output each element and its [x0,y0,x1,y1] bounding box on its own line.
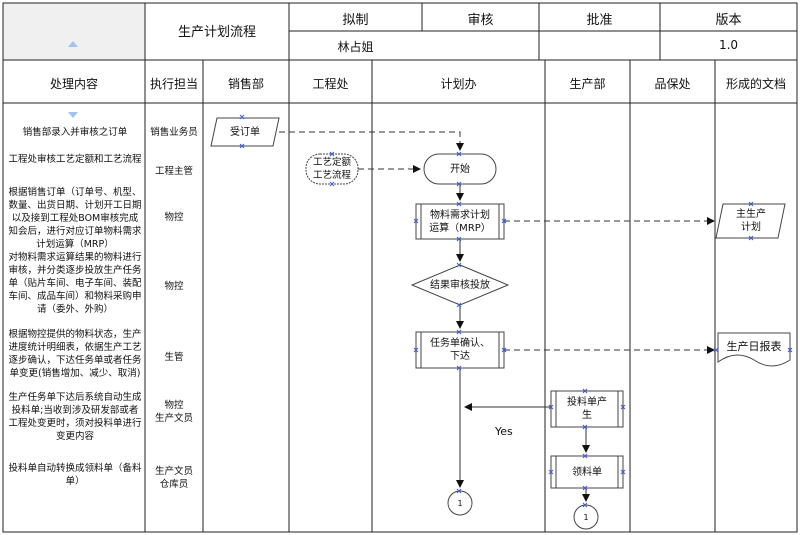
row-owner-1: 销售业务员 [150,127,198,138]
mrp-process[interactable] [415,203,505,240]
task-label: 任务单确认、 下达 [430,338,490,362]
page-title: 生产计划流程 [177,25,256,40]
drafter-name: 林占姐 [337,40,374,54]
version-value: 1.0 [718,38,739,52]
order-label: 受订单 [230,126,260,138]
col-owner: 执行担当 [149,77,198,91]
order-shape[interactable] [210,117,280,147]
col-planning: 计划办 [440,77,477,91]
col-docs: 形成的文档 [725,77,786,91]
doc-plan-label: 主生产 计划 [736,209,766,233]
row-owner-3: 物控 [164,212,184,223]
process-quota-label: 工艺定额 工艺流程 [312,157,351,181]
row-desc-7: 投料单自动转换成领料单（备料单） [8,463,142,487]
row-owner-7: 生产文员 仓库员 [154,466,193,490]
start-label: 开始 [450,163,470,175]
row-desc-5: 根据物控提供的物料状态，生产进度统计明细表，依据生产工艺逐步确认，下达任务单或者… [8,329,142,379]
decision-label: 结果审核投放 [430,279,490,291]
col-content: 处理内容 [49,77,98,91]
connector-1[interactable] [447,490,473,516]
row-owner-5: 生管 [164,352,184,363]
connector-1-label: 1 [457,498,463,508]
feed-process[interactable] [550,390,624,428]
row-desc-3: 根据销售订单（订单号、机型、数量、出货日期、计划开工日期以及接到工程处BOM审核… [8,187,142,250]
row-owner-6: 物控 生产文员 [154,400,193,424]
collapse-down-icon [68,112,78,118]
connector-2[interactable] [573,504,599,530]
collapse-up-icon [68,41,78,47]
task-process[interactable] [415,331,505,369]
doc-daily-label: 生产日报表 [726,339,782,353]
pick-label: 领料单 [572,466,602,478]
col-production: 生产部 [569,77,606,91]
review-label: 审核 [467,13,494,28]
row-desc-2: 工程处审核工艺定额和工艺流程 [8,154,142,165]
connection-points [239,114,793,508]
row-owner-4: 物控 [164,281,184,292]
col-sales: 销售部 [227,77,264,91]
logo-cell [2,2,146,61]
drafted-label: 拟制 [342,13,369,28]
mrp-label: 物料需求计划 运算（MRP） [429,209,491,234]
version-label: 版本 [715,13,742,28]
row-desc-6: 生产任务单下达后系统自动生成投料单;当收到涉及研发部或者工程处变更时，须对投料单… [8,392,142,442]
row-owner-2: 工程主管 [154,166,193,177]
row-desc-1: 销售部录入并审核之订单 [22,127,128,138]
col-quality: 品保处 [654,77,691,91]
doc-plan-shape[interactable] [715,203,786,239]
yes-label: Yes [495,425,513,438]
feed-label: 投料单产 生 [567,397,607,421]
row-desc-4: 对物料需求运算结果的物料进行审核，并分类逐步投放生产任务单（贴片车间、电子车间、… [8,252,142,315]
doc-daily-shape[interactable] [717,332,791,367]
connector-2-label: 1 [583,512,589,522]
approve-label: 批准 [586,13,613,28]
dashed-flow-order [279,131,464,151]
col-engineering: 工程处 [312,77,349,91]
